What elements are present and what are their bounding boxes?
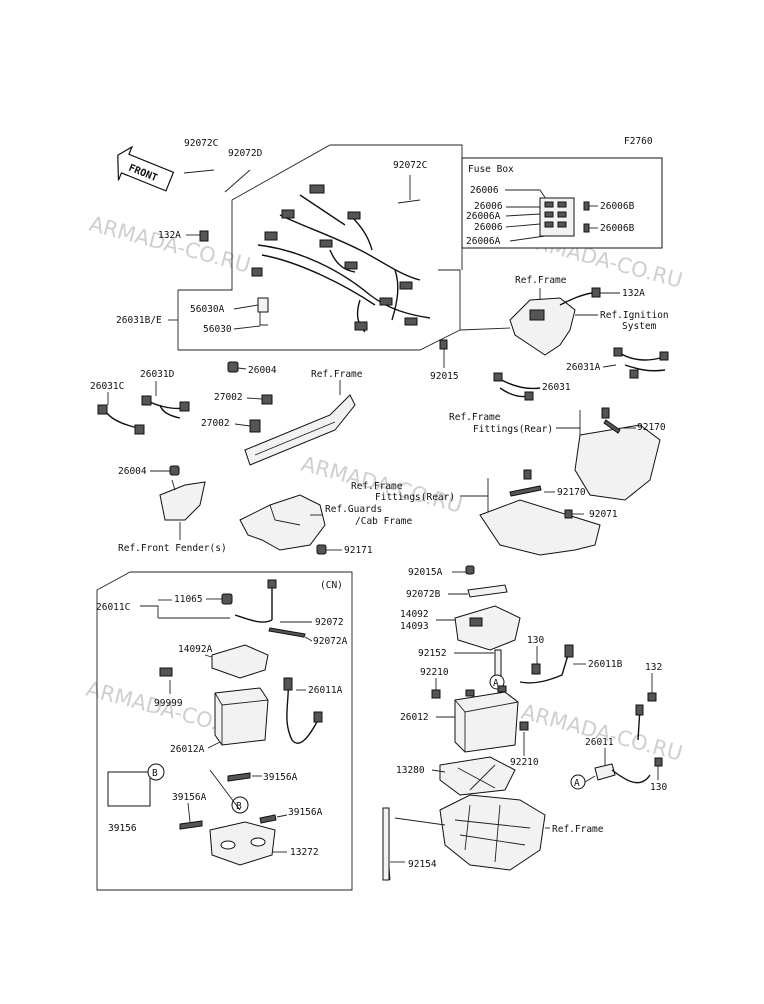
part-label-92015A: 92015A	[408, 567, 443, 578]
fuse-box-title: Fuse Box	[468, 164, 514, 175]
part-label-92072D: 92072D	[228, 148, 263, 159]
part-label-26006A: 26006A	[466, 236, 501, 247]
part-label-26006: 26006	[470, 185, 499, 196]
fender-bracket: 26004 Ref.Front Fender(s)	[118, 465, 227, 554]
part-label-39156A: 39156A	[288, 807, 323, 818]
part-label-26011B: 26011B	[588, 659, 623, 670]
cn-inset: (CN) 26011C 11065 92072 92072A 14092A 99…	[96, 571, 353, 891]
part-label-92210: 92210	[510, 757, 539, 768]
ref-frame-fittings-label: Ref.Frame	[449, 412, 501, 423]
part-label-26031D: 26031D	[140, 369, 175, 380]
part-label-27002: 27002	[214, 392, 243, 403]
main-harness-labels: 92072C 92072D 92072C 132A 56030A 26031B/…	[116, 138, 459, 382]
main-harness	[177, 144, 463, 351]
cn-label: (CN)	[320, 580, 343, 591]
callout-a: A	[574, 778, 580, 789]
frame-bracket: Ref.Frame 27002 27002	[201, 369, 363, 466]
part-label-39156A: 39156A	[263, 772, 298, 783]
part-label-92152: 92152	[418, 648, 447, 659]
part-label-132: 132	[645, 662, 662, 673]
part-label-26011C: 26011C	[96, 602, 130, 613]
part-label-26006: 26006	[474, 201, 503, 212]
part-label-13280: 13280	[396, 765, 425, 776]
callout-b: B	[152, 768, 158, 779]
part-label-56030: 56030	[203, 324, 232, 335]
part-label-92210: 92210	[420, 667, 449, 678]
callout-a: A	[493, 678, 499, 689]
part-label-130: 130	[650, 782, 667, 793]
part-label-56030A: 56030A	[190, 304, 225, 315]
part-label-26006B: 26006B	[600, 223, 635, 234]
ref-frame-label: Ref.Frame	[552, 824, 604, 835]
small-harnesses: 26031C 26031D	[90, 369, 190, 435]
rear-fittings: Ref.Frame Fittings(Rear) 92170 Ref.Frame…	[351, 407, 666, 556]
part-label-14092A: 14092A	[178, 644, 213, 655]
part-label-26031C: 26031C	[90, 381, 124, 392]
part-label-99999: 99999	[154, 698, 183, 709]
part-label-130: 130	[527, 635, 544, 646]
part-label-26006: 26006	[474, 222, 503, 233]
part-label-26031: 26031	[542, 382, 571, 393]
part-label-92015: 92015	[430, 371, 459, 382]
part-label-26011A: 26011A	[308, 685, 343, 696]
part-label-92072C: 92072C	[393, 160, 427, 171]
ref-guards-label: /Cab Frame	[355, 516, 412, 527]
part-label-132A: 132A	[158, 230, 181, 241]
part-label-26004: 26004	[118, 466, 147, 477]
part-label-26006B: 26006B	[600, 201, 635, 212]
ref-frame-label: Ref.Frame	[515, 275, 567, 286]
part-label-132A: 132A	[622, 288, 645, 299]
part-label-92072C: 92072C	[184, 138, 218, 149]
part-label-92072: 92072	[315, 617, 344, 628]
part-label-14093: 14093	[400, 621, 429, 632]
part-label-92170: 92170	[637, 422, 666, 433]
part-label-92154: 92154	[408, 859, 437, 870]
part-label-92072B: 92072B	[406, 589, 441, 600]
ignition-area: Ref.Frame 132A Ref.Ignition System 26031…	[459, 275, 669, 401]
ref-guards-label: Ref.Guards	[325, 504, 382, 515]
part-label-26012A: 26012A	[170, 744, 205, 755]
part-label-39156A: 39156A	[172, 792, 207, 803]
watermark: ARMADA-CO.RU	[87, 212, 253, 278]
guards-panel: Ref.Guards /Cab Frame 92171	[239, 494, 412, 556]
part-label-26004: 26004	[248, 365, 277, 376]
part-label-92170: 92170	[557, 487, 586, 498]
battery-assembly: 92015A 92072B 14092 14093 92152 130 2601…	[382, 565, 667, 881]
ref-frame-label: Ref.Frame	[311, 369, 363, 380]
ref-frame-fittings-label: Fittings(Rear)	[375, 492, 455, 503]
part-label-26011: 26011	[585, 737, 614, 748]
ref-frame-fittings-label: Ref.Frame	[351, 481, 403, 492]
ref-front-fender-label: Ref.Front Fender(s)	[118, 543, 227, 554]
watermark: ARMADA-CO.RU	[519, 700, 685, 766]
diagram-code: F2760	[624, 136, 653, 147]
part-label-13272: 13272	[290, 847, 319, 858]
callout-b: B	[236, 801, 242, 812]
fuse-box: Fuse Box 26006 26006 26006A 26006 26006A…	[461, 157, 663, 249]
ref-ignition-label: System	[622, 321, 657, 332]
part-label-92171: 92171	[344, 545, 373, 556]
part-label-26031B-E: 26031B/E	[116, 315, 162, 326]
part-label-39156: 39156	[108, 823, 137, 834]
part-label-14092: 14092	[400, 609, 429, 620]
part-label-92071: 92071	[589, 509, 618, 520]
part-label-92072A: 92072A	[313, 636, 348, 647]
front-arrow: FRONT	[117, 145, 175, 192]
part-label-27002: 27002	[201, 418, 230, 429]
ref-ignition-label: Ref.Ignition	[600, 310, 669, 321]
part-label-26031A: 26031A	[566, 362, 601, 373]
part-label-26006A: 26006A	[466, 211, 501, 222]
part-label-11065: 11065	[174, 594, 203, 605]
part-label-26012: 26012	[400, 712, 429, 723]
ref-frame-fittings-label: Fittings(Rear)	[473, 424, 553, 435]
